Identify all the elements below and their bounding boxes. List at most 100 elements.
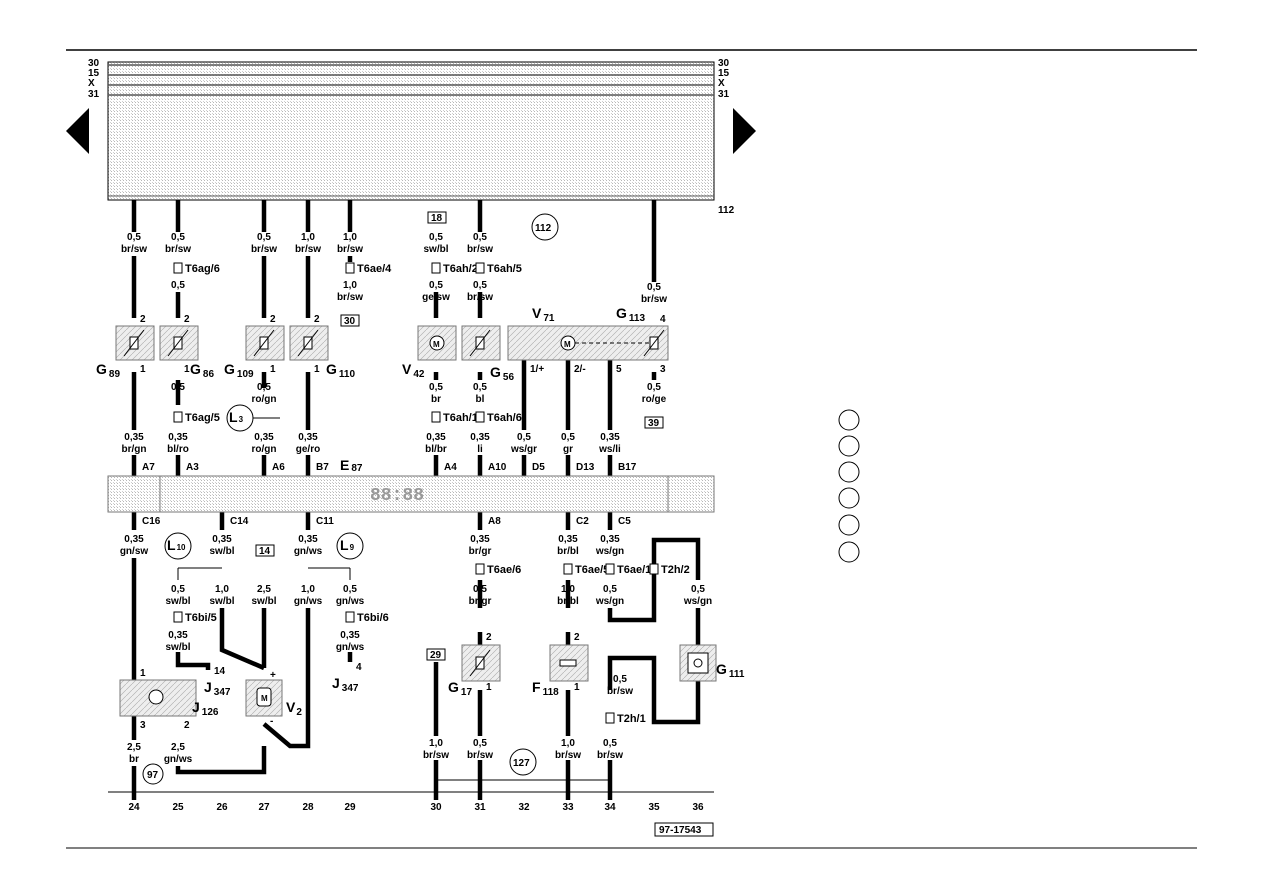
doc-id: 97-17543 xyxy=(659,825,702,836)
svg-text:T6bi/5: T6bi/5 xyxy=(185,612,217,624)
svg-text:1: 1 xyxy=(486,682,492,693)
svg-text:0,35: 0,35 xyxy=(124,534,144,545)
plug-icon xyxy=(475,262,485,274)
rail-label-x-right: X xyxy=(718,78,725,89)
svg-text:T6bi/6: T6bi/6 xyxy=(357,612,389,624)
svg-text:bl/ro: bl/ro xyxy=(167,444,189,455)
plug-icon xyxy=(475,563,485,575)
label-l9: L9 xyxy=(340,537,355,553)
svg-text:0,35: 0,35 xyxy=(168,630,188,641)
svg-text:C2: C2 xyxy=(576,516,589,527)
svg-text:1: 1 xyxy=(314,364,320,375)
svg-text:ws/gn: ws/gn xyxy=(683,596,712,607)
v71-g113-box xyxy=(507,325,669,361)
svg-text:0,35: 0,35 xyxy=(600,432,620,443)
svg-text:A7: A7 xyxy=(142,462,155,473)
svg-text:1,0: 1,0 xyxy=(215,584,229,595)
svg-text:1,0: 1,0 xyxy=(561,738,575,749)
rail-label-x: X xyxy=(88,78,95,89)
svg-text:gn/sw: gn/sw xyxy=(120,546,149,557)
sender-icon xyxy=(687,652,709,674)
svg-text:18: 18 xyxy=(431,213,443,224)
svg-text:0,5: 0,5 xyxy=(473,232,487,243)
svg-text:C14: C14 xyxy=(230,516,249,527)
svg-text:D13: D13 xyxy=(576,462,595,473)
svg-text:ws/gr: ws/gr xyxy=(510,444,537,455)
svg-text:ge/sw: ge/sw xyxy=(422,292,450,303)
svg-text:ge/ro: ge/ro xyxy=(296,444,320,455)
svg-text:1,0: 1,0 xyxy=(343,280,357,291)
svg-text:1: 1 xyxy=(184,364,190,375)
svg-text:+: + xyxy=(270,670,276,681)
svg-text:0,35: 0,35 xyxy=(426,432,446,443)
svg-text:0,5: 0,5 xyxy=(691,584,705,595)
svg-text:2,5: 2,5 xyxy=(127,742,141,753)
svg-text:A10: A10 xyxy=(488,462,507,473)
plug-icon xyxy=(475,411,485,423)
svg-text:gr: gr xyxy=(563,444,573,455)
rail-labels-left: 30 15 X 31 xyxy=(88,58,100,100)
svg-text:br/sw: br/sw xyxy=(467,244,493,255)
legend-circle-2 xyxy=(838,435,860,457)
plug-icon xyxy=(431,262,441,274)
svg-text:br/sw: br/sw xyxy=(165,244,191,255)
cluster-pins-bottom: C16 C14 C11 A8 C2 C5 xyxy=(142,516,631,527)
legend-circles xyxy=(838,409,860,563)
plug-icon xyxy=(431,411,441,423)
next-page-arrow-icon[interactable] xyxy=(733,108,756,154)
svg-text:br/sw: br/sw xyxy=(607,686,633,697)
svg-text:0,5: 0,5 xyxy=(613,674,627,685)
svg-text:0,5: 0,5 xyxy=(429,382,443,393)
svg-text:br/sw: br/sw xyxy=(295,244,321,255)
svg-text:5: 5 xyxy=(616,364,622,375)
svg-text:ws/gn: ws/gn xyxy=(595,596,624,607)
svg-text:1: 1 xyxy=(140,668,146,679)
plug-icon xyxy=(605,563,615,575)
svg-text:26: 26 xyxy=(216,802,228,813)
svg-text:36: 36 xyxy=(692,802,704,813)
svg-text:0,5: 0,5 xyxy=(647,382,661,393)
svg-text:br/sw: br/sw xyxy=(597,750,623,761)
svg-text:gn/ws: gn/ws xyxy=(336,642,365,653)
svg-text:0,5: 0,5 xyxy=(473,738,487,749)
svg-text:2,5: 2,5 xyxy=(171,742,185,753)
track-numbers: 24 25 26 27 28 29 30 31 32 33 34 35 36 xyxy=(128,802,704,813)
svg-text:T6ah/5: T6ah/5 xyxy=(487,263,522,275)
svg-text:0,5: 0,5 xyxy=(473,382,487,393)
svg-text:27: 27 xyxy=(258,802,270,813)
legend-circle-6 xyxy=(838,541,860,563)
svg-text:sw/bl: sw/bl xyxy=(165,596,190,607)
svg-text:B17: B17 xyxy=(618,462,637,473)
potentiometer-icon xyxy=(643,329,665,357)
svg-text:T6ah/2: T6ah/2 xyxy=(443,263,478,275)
svg-text:0,35: 0,35 xyxy=(600,534,620,545)
svg-text:1,0: 1,0 xyxy=(429,738,443,749)
svg-text:ws/gn: ws/gn xyxy=(595,546,624,557)
svg-text:ro/gn: ro/gn xyxy=(252,394,277,405)
svg-text:br/sw: br/sw xyxy=(555,750,581,761)
plug-icon xyxy=(605,712,615,724)
switch-icon xyxy=(559,659,577,667)
svg-text:0,35: 0,35 xyxy=(340,630,360,641)
svg-text:0,35: 0,35 xyxy=(298,534,318,545)
svg-text:0,35: 0,35 xyxy=(558,534,578,545)
svg-text:T6ae/6: T6ae/6 xyxy=(487,564,521,576)
svg-text:2: 2 xyxy=(486,632,492,643)
svg-text:29: 29 xyxy=(344,802,356,813)
svg-text:0,35: 0,35 xyxy=(470,534,490,545)
svg-text:2: 2 xyxy=(270,314,276,325)
svg-text:24: 24 xyxy=(128,802,140,813)
prev-page-arrow-icon[interactable] xyxy=(66,108,89,154)
svg-text:3: 3 xyxy=(140,720,146,731)
motor-icon xyxy=(256,687,272,707)
svg-text:br: br xyxy=(431,394,441,405)
svg-text:35: 35 xyxy=(648,802,660,813)
svg-text:B7: B7 xyxy=(316,462,329,473)
svg-text:br/sw: br/sw xyxy=(337,244,363,255)
